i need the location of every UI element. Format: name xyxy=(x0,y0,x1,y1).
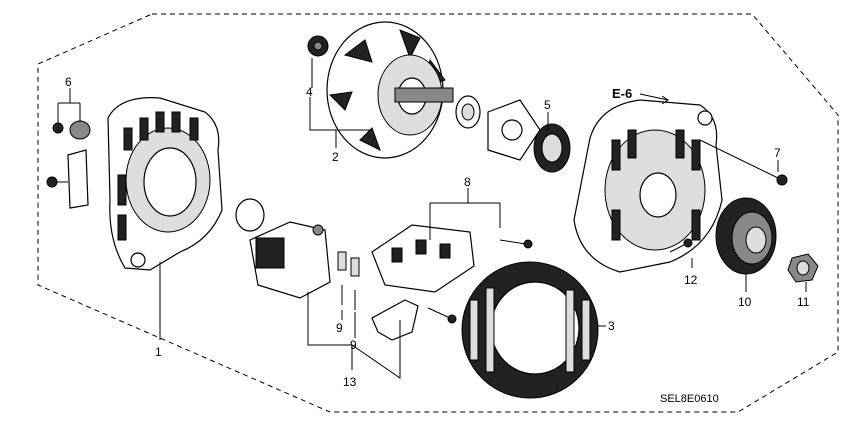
drawing-id: SEL8E0610 xyxy=(660,393,719,405)
rectifier-assembly xyxy=(371,224,533,293)
callout-1: 1 xyxy=(155,345,162,359)
pulley-nut xyxy=(787,253,819,283)
brushes xyxy=(337,251,360,310)
leader-lines xyxy=(57,58,807,379)
callout-9-right: 9 xyxy=(350,338,357,352)
callout-6: 6 xyxy=(65,75,72,89)
pulley xyxy=(715,197,777,275)
callout-10: 10 xyxy=(738,295,752,309)
terminal-cap-and-bracket xyxy=(46,120,91,209)
callout-5: 5 xyxy=(544,98,551,112)
callout-4: 4 xyxy=(306,85,313,99)
callout-8: 8 xyxy=(464,175,471,189)
stator xyxy=(461,261,599,399)
spacer-ring xyxy=(455,95,481,129)
regulator-assembly xyxy=(235,198,331,299)
callout-12: 12 xyxy=(684,273,698,287)
front-housing xyxy=(573,99,723,273)
rotor-assembly xyxy=(307,21,454,159)
terminal-plate xyxy=(371,299,457,341)
front-bearing xyxy=(533,123,571,173)
callout-3: 3 xyxy=(608,319,615,333)
mounting-bolt xyxy=(669,238,693,253)
rear-housing xyxy=(107,97,223,271)
reference-arrow xyxy=(639,93,669,105)
callout-13: 13 xyxy=(343,375,357,389)
through-bolt xyxy=(699,139,788,186)
callout-2: 2 xyxy=(332,150,339,164)
callout-9-left: 9 xyxy=(336,321,343,335)
bearing-retainer-plate xyxy=(487,99,541,161)
reference-code: E-6 xyxy=(612,86,632,101)
callout-11: 11 xyxy=(797,295,810,309)
callout-7: 7 xyxy=(774,146,781,160)
